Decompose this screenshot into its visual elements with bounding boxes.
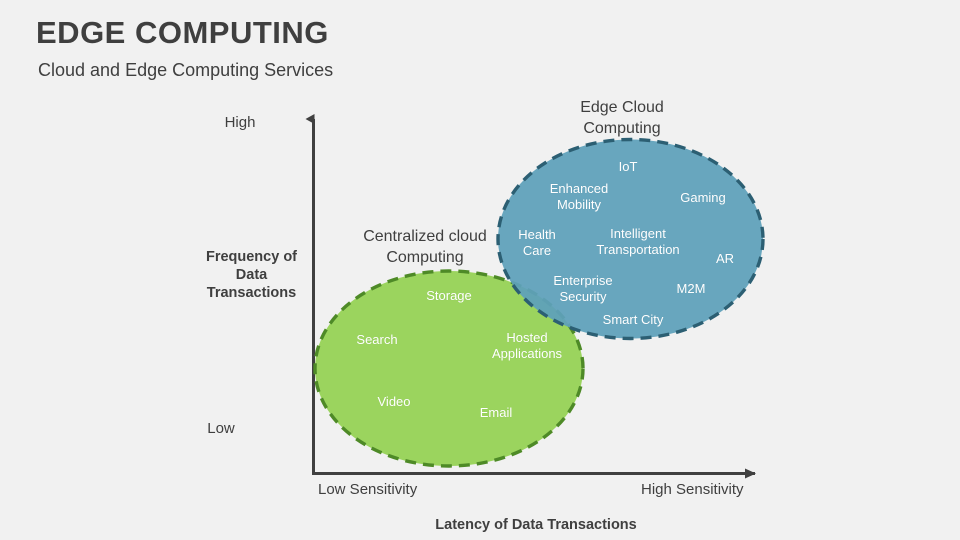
- bubble-item-line: Hosted: [506, 330, 548, 345]
- bubble-item-line: Gaming: [680, 190, 726, 205]
- y-axis-title-line-2: Data: [235, 267, 268, 284]
- page-title: EDGE COMPUTING: [36, 15, 329, 50]
- page-subtitle: Cloud and Edge Computing Services: [38, 60, 334, 80]
- y-axis-title-line-3: Transactions: [206, 285, 297, 302]
- bubble-item-enterprise-security: Enterprise Security: [553, 273, 612, 306]
- bubble-item-line: Mobility: [556, 197, 602, 213]
- group-label-line-2: Computing: [386, 248, 464, 266]
- group-label-edge-cloud: Edge Cloud Computing: [580, 98, 664, 140]
- bubble-item-line: IoT: [618, 159, 638, 174]
- x-axis-title: Latency of Data Transactions: [435, 517, 637, 533]
- bubble-item-smart-city: Smart City: [603, 312, 664, 328]
- bubble-item-line: Enhanced: [549, 181, 609, 196]
- y-axis-high-label: High: [224, 114, 256, 131]
- bubble-item-line: Email: [479, 405, 513, 420]
- bubble-item-line: Applications: [491, 346, 563, 362]
- bubble-item-line: Health: [518, 227, 556, 242]
- bubble-item-line: Search: [356, 332, 398, 347]
- bubble-item-line: Video: [377, 394, 411, 409]
- bubble-item-video: Video: [377, 394, 410, 410]
- bubble-item-line: AR: [715, 251, 735, 266]
- centralized-cloud-ellipse: [313, 269, 585, 468]
- bubble-item-search: Search: [356, 332, 397, 348]
- bubble-item-line: Security: [559, 289, 607, 305]
- x-axis-high-label: High Sensitivity: [641, 481, 744, 498]
- bubble-item-line: Storage: [426, 288, 472, 303]
- bubble-item-enhanced-mobility: Enhanced Mobility: [550, 181, 609, 214]
- bubble-item-line: Smart City: [602, 312, 664, 327]
- bubble-item-storage: Storage: [426, 288, 472, 304]
- group-label-line-2: Computing: [583, 119, 661, 137]
- group-label-line-1: Edge Cloud: [580, 99, 664, 116]
- edge-cloud-ellipse: [496, 137, 765, 341]
- bubble-item-iot: IoT: [619, 159, 638, 175]
- bubble-item-line: M2M: [676, 281, 706, 296]
- bubble-item-m2m: M2M: [677, 281, 706, 297]
- bubble-item-line: Transportation: [596, 242, 680, 258]
- y-axis-title: Frequency of Data Transactions: [185, 248, 318, 302]
- x-axis-low-label: Low Sensitivity: [318, 481, 418, 498]
- bubble-item-ar: AR: [716, 251, 734, 267]
- bubble-item-gaming: Gaming: [680, 190, 726, 206]
- bubble-item-line: Intelligent: [610, 226, 666, 241]
- y-axis-low-label: Low: [207, 420, 235, 437]
- bubble-item-line: Care: [522, 243, 552, 259]
- y-axis-title-line-1: Frequency of: [205, 249, 298, 265]
- bubble-item-line: Enterprise: [553, 273, 613, 288]
- group-label-centralized-cloud: Centralized cloud Computing: [363, 227, 487, 269]
- bubble-item-email: Email: [480, 405, 513, 421]
- group-label-line-1: Centralized cloud: [363, 228, 487, 245]
- bubble-item-health-care: Health Care: [518, 227, 556, 260]
- bubble-item-intelligent-transportation: Intelligent Transportation: [596, 226, 679, 259]
- bubble-item-hosted-applications: Hosted Applications: [492, 330, 562, 363]
